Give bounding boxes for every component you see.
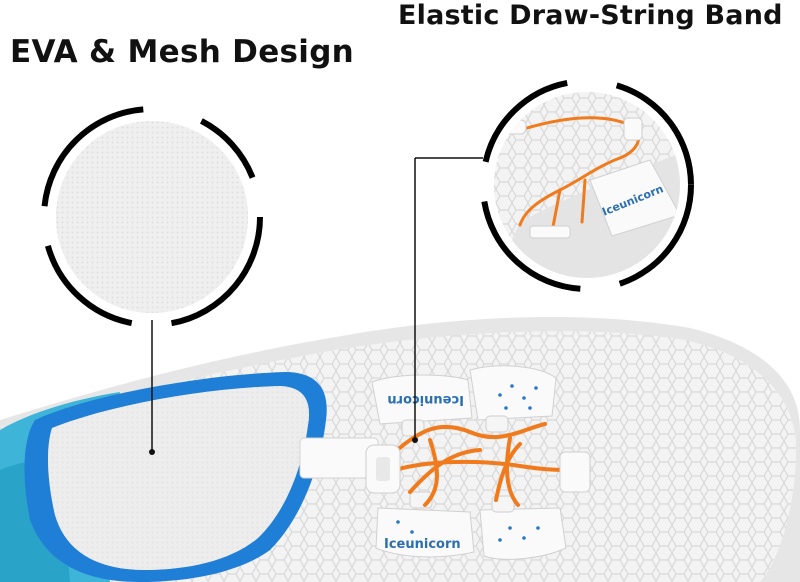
eva-mesh-callout-label: EVA & Mesh Design	[10, 34, 355, 70]
insole-detail-magnifier	[41, 106, 263, 455]
brand-text-lower: Iceunicorn	[384, 537, 461, 552]
drawstring-callout-label: Elastic Draw-String Band	[398, 0, 783, 31]
lace-panels	[371, 365, 567, 560]
brand-text-upper: Iceunicorn	[387, 392, 464, 407]
elastic-laces	[393, 422, 574, 507]
shoe: Iceunicorn Iceunicorn	[0, 317, 800, 582]
lace-detail-magnifier: Iceunicorn	[412, 78, 694, 443]
lace-end-tab	[559, 451, 591, 493]
